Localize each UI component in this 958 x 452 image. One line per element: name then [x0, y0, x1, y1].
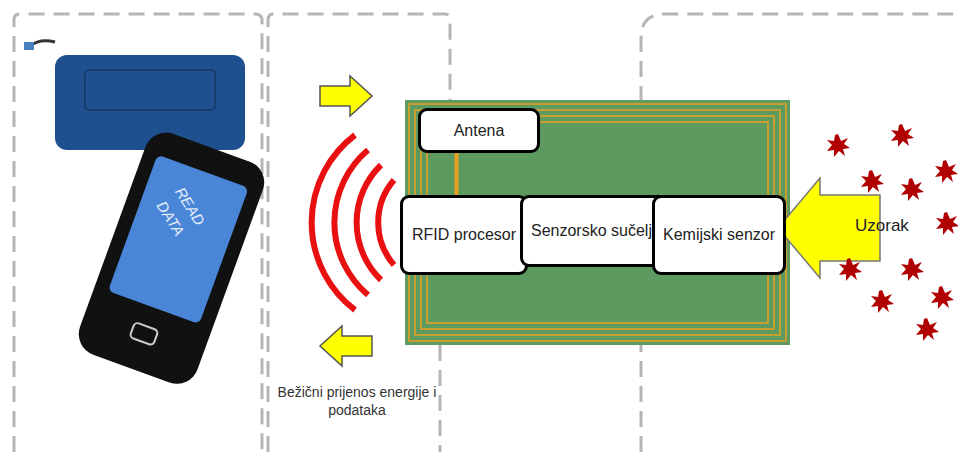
component-label: Kemijski senzor	[663, 224, 775, 246]
caption-label: Bežični prijenos energije i podataka	[272, 383, 442, 419]
component-label: RFID procesor	[412, 224, 516, 246]
reader-box	[55, 55, 245, 150]
antenna-feed-line	[456, 153, 457, 195]
component-label: Antena	[454, 120, 505, 142]
handheld-reader	[73, 126, 271, 390]
receive-arrow	[320, 326, 372, 366]
sample-molecules	[827, 124, 958, 341]
reader-lid	[85, 70, 215, 110]
component-box: Antena	[418, 108, 540, 153]
component-box: Senzorsko sučelje	[520, 195, 672, 267]
send-arrow	[320, 76, 372, 116]
component-box: Kemijski senzor	[652, 195, 786, 275]
component-box: RFID procesor	[400, 195, 528, 275]
reader-panel	[14, 14, 262, 452]
sample-label: Uzorak	[855, 216, 935, 236]
wireless-panel	[439, 345, 442, 452]
sample-panel	[641, 14, 958, 452]
component-label: Senzorsko sučelje	[531, 220, 661, 242]
usb-plug	[24, 42, 34, 50]
radio-waves	[312, 135, 394, 310]
